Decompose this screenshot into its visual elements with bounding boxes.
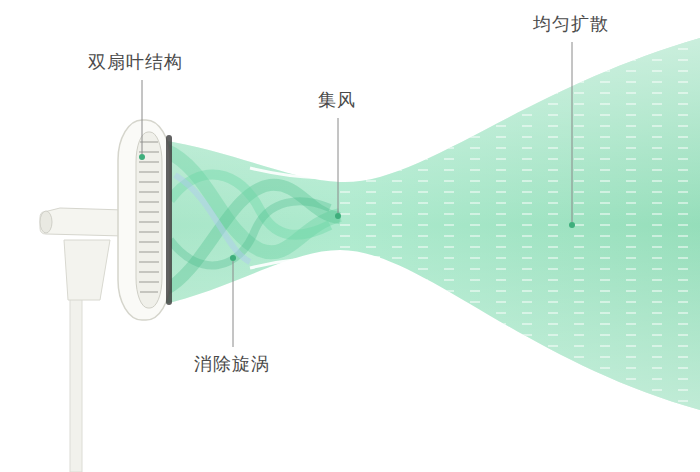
arm-cap	[40, 211, 52, 233]
callout-label: 集风	[318, 88, 356, 112]
callout-label: 消除旋涡	[194, 352, 270, 376]
leader-lines	[142, 42, 572, 347]
callout-label: 均匀扩散	[533, 12, 609, 36]
airflow	[150, 20, 700, 430]
fan-pole	[70, 290, 82, 472]
fan-head	[118, 120, 172, 320]
leader-dots	[139, 154, 575, 261]
callout-label: 双扇叶结构	[88, 50, 183, 74]
fan-arm	[40, 208, 124, 236]
fan-neck	[64, 240, 110, 300]
